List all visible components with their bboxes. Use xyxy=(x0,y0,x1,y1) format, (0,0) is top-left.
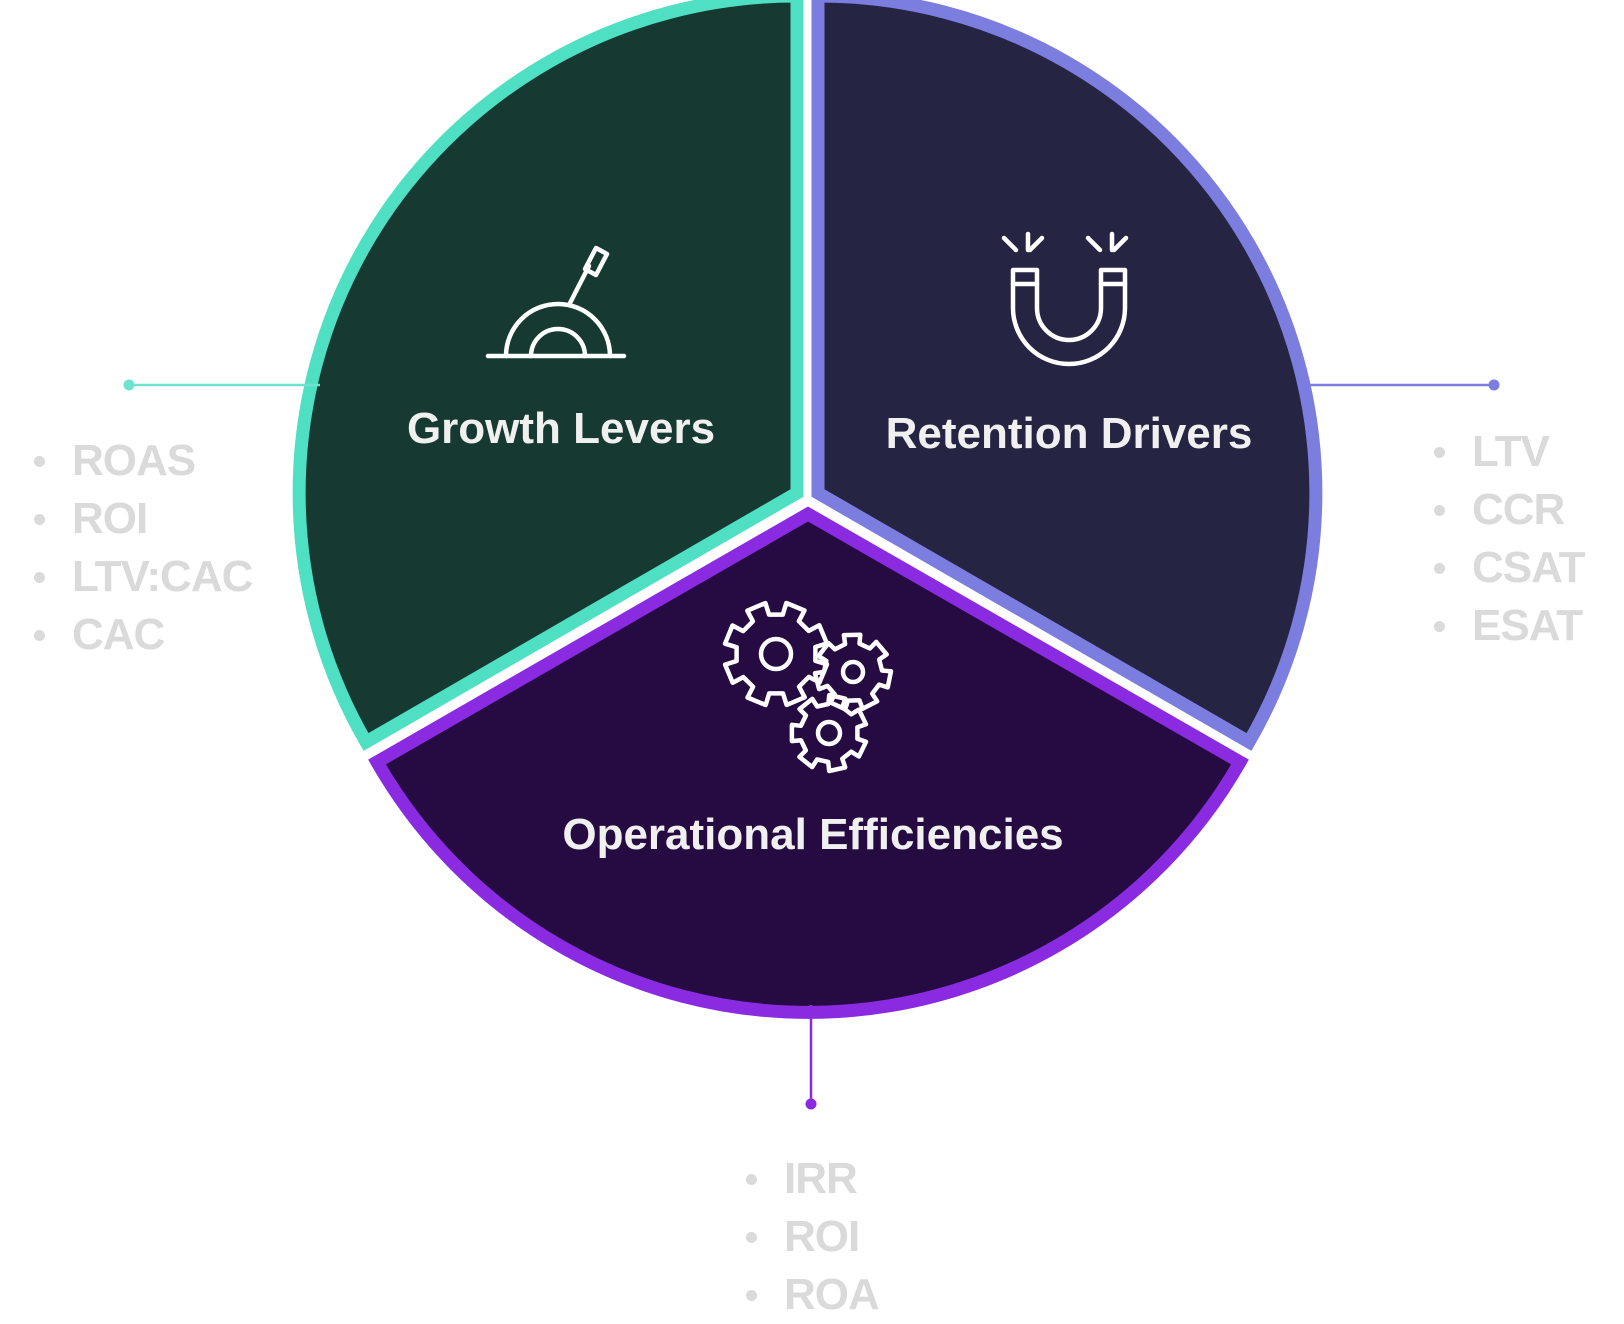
magnet-icon xyxy=(1001,231,1129,367)
bullet-icon xyxy=(34,514,45,525)
bullet-icon xyxy=(34,630,45,641)
retention-connector xyxy=(1298,379,1500,391)
bullet-icon xyxy=(1434,447,1445,458)
growth-title: Growth Levers xyxy=(407,404,715,453)
list-item: CSAT xyxy=(1428,539,1586,597)
list-item: LTV:CAC xyxy=(28,548,253,606)
bullet-icon xyxy=(1434,505,1445,516)
list-item: ROI xyxy=(28,490,252,548)
list-item: CCR xyxy=(1428,481,1585,539)
list-item: CAC xyxy=(28,606,252,664)
bullet-icon xyxy=(1434,563,1445,574)
retention-segment xyxy=(811,0,1323,751)
bullet-icon xyxy=(746,1174,757,1185)
bullet-icon xyxy=(746,1290,757,1301)
growth-metrics-list: ROAS ROI LTV:CAC CAC xyxy=(28,432,253,664)
operational-connector xyxy=(805,1005,817,1110)
list-item: IRR xyxy=(740,1150,879,1208)
list-item: ESAT xyxy=(1428,597,1585,655)
gear-hole xyxy=(758,636,794,672)
list-item: ROI xyxy=(740,1208,879,1266)
bullet-icon xyxy=(34,456,45,467)
list-item: LTV xyxy=(1428,423,1585,481)
gear-icon xyxy=(722,600,830,708)
operational-metrics-list: IRR ROI ROA xyxy=(740,1150,880,1324)
bullet-icon xyxy=(746,1232,757,1243)
gear-hole xyxy=(815,719,843,747)
list-item: ROA xyxy=(740,1266,880,1324)
growth-connector xyxy=(123,379,320,391)
gear-icon xyxy=(789,692,869,774)
gear-hole xyxy=(840,659,866,685)
retention-metrics-list: LTV CCR CSAT ESAT xyxy=(1428,423,1586,655)
retention-title: Retention Drivers xyxy=(886,409,1253,458)
gear-icon xyxy=(812,632,894,712)
bullet-icon xyxy=(1434,621,1445,632)
growth-segment xyxy=(292,0,804,751)
list-item: ROAS xyxy=(28,432,252,490)
operational-title: Operational Efficiencies xyxy=(562,810,1063,859)
gears-icon xyxy=(722,600,894,774)
bullet-icon xyxy=(34,572,45,583)
lever-icon xyxy=(485,245,627,359)
